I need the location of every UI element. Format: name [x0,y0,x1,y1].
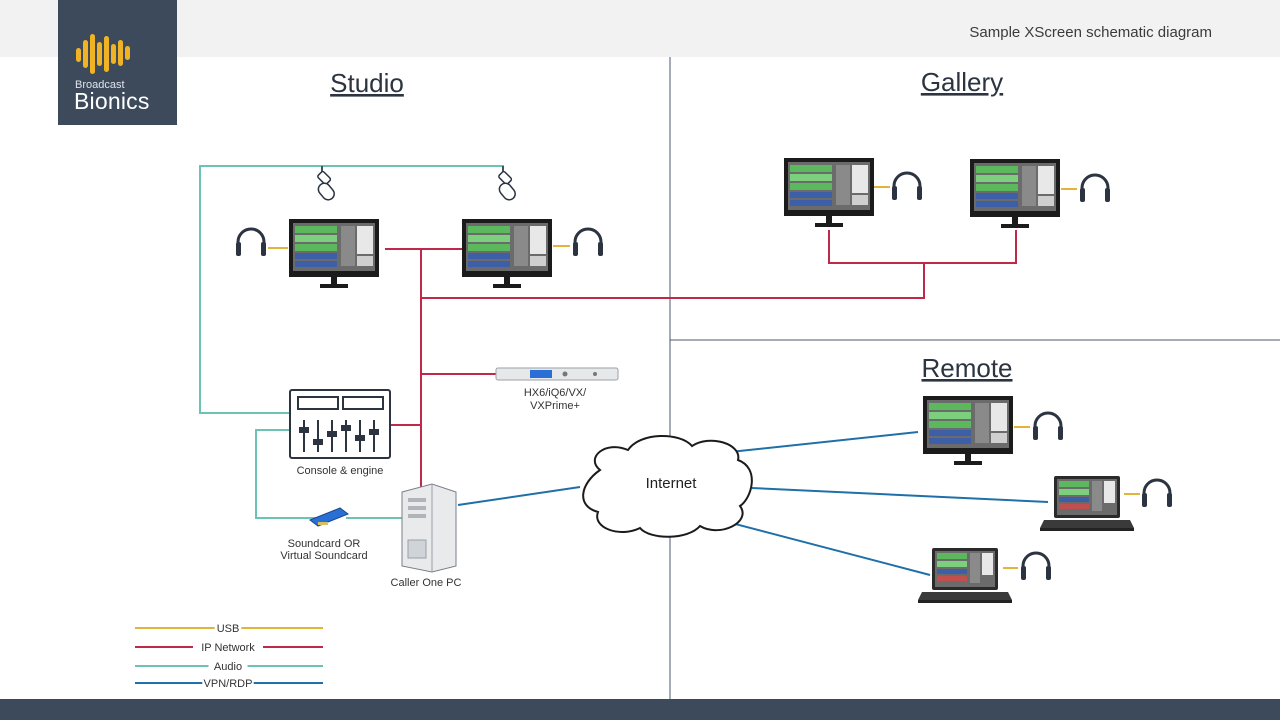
usb-connections [268,186,1140,569]
schematic-diagram: Studio Gallery Remote [135,57,1280,699]
diagram-subtitle: Sample XScreen schematic diagram [969,24,1212,41]
gallery-heading: Gallery [921,67,1003,97]
microphone-icon [315,165,338,204]
remote-heading: Remote [921,353,1012,383]
studio-heading: Studio [330,68,404,98]
gallery-monitor-2 [970,159,1060,228]
headphones-icon [890,171,924,202]
gallery-monitor-1 [784,158,874,227]
vpn-connections [457,431,1049,576]
codec-label-line2: VXPrime+ [530,400,580,412]
remote-laptop-2 [918,548,1012,603]
broadcast-bionics-logo: Broadcast Bionics [58,0,177,125]
header-bar: Sample XScreen schematic diagram [0,0,1280,57]
headphones-icon [571,227,605,258]
headphones-icon [1031,411,1065,442]
ip-network-connections [385,230,1017,490]
caller-one-pc-icon [401,483,457,573]
soundcard-label-line1: Soundcard OR [288,538,361,550]
codec-rack-unit [495,367,619,381]
console-icon [289,389,391,459]
remote-laptop-1 [1040,476,1134,531]
pc-label: Caller One PC [391,577,462,589]
remote-monitor [923,396,1013,465]
internet-cloud-icon [582,434,753,538]
headphones-icon [1140,478,1174,509]
legend-label-bg [208,659,248,672]
soundcard-label-line2: Virtual Soundcard [280,550,367,562]
legend-label: IP Network [201,642,255,654]
waveform-icon [76,34,130,74]
legend-label-bg [193,640,263,653]
logo-big-text: Bionics [74,88,150,114]
headphones-icon [234,227,268,258]
microphone-icon [496,165,519,204]
console-label: Console & engine [297,465,384,477]
studio-monitor-2 [462,219,552,288]
headphones-icon [1078,173,1112,204]
footer-bar [0,699,1280,720]
legend-label: VPN/RDP [204,678,253,690]
logo-small-text: Broadcast [75,79,125,91]
legend-label-bg [214,621,242,634]
legend-label-bg [202,676,254,689]
studio-monitor-1 [289,219,379,288]
headphones-icon [1019,551,1053,582]
internet-label: Internet [646,475,698,492]
soundcard-icon [308,507,350,527]
legend-label: Audio [214,661,242,673]
legend-label: USB [217,623,240,635]
codec-label-line1: HX6/iQ6/VX/ [524,387,587,399]
